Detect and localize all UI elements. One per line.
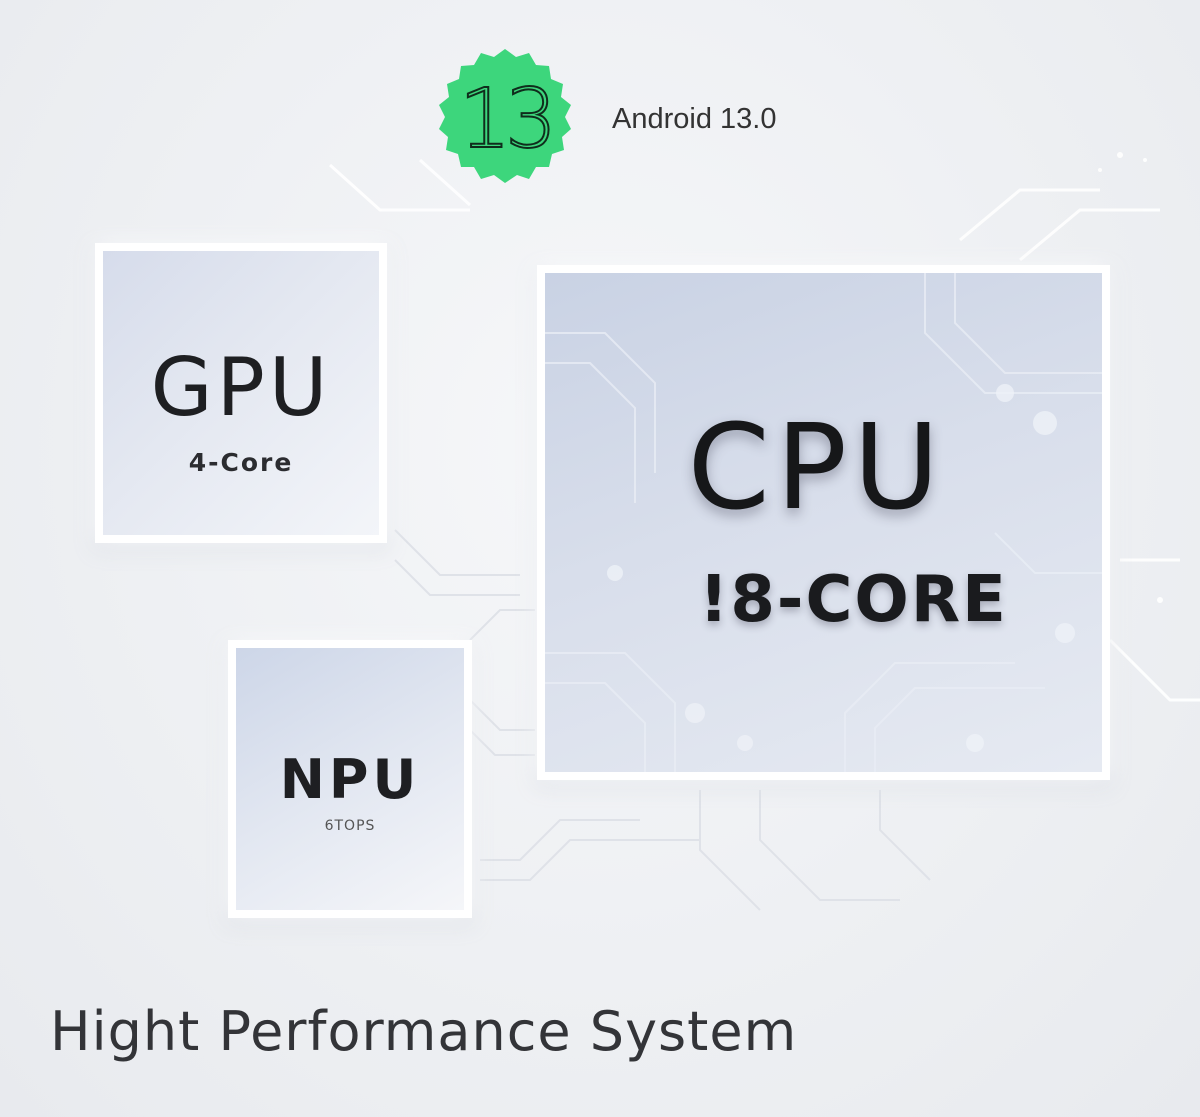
badge-scalloped-shape: [439, 49, 571, 183]
npu-subtitle: 6TOPS: [324, 818, 376, 834]
cpu-title: CPU: [687, 398, 946, 536]
npu-title: NPU: [279, 748, 421, 811]
badge-number: 13: [458, 71, 558, 168]
footer-title: Hight Performance System: [50, 1000, 798, 1063]
cpu-chip: CPU !8-CORE: [537, 265, 1110, 780]
android-13-badge: 13: [428, 45, 582, 199]
cpu-subtitle: !8-CORE: [699, 563, 1008, 637]
gpu-chip: GPU 4-Core: [95, 243, 387, 543]
npu-chip: NPU 6TOPS: [228, 640, 472, 918]
gpu-subtitle: 4-Core: [188, 448, 294, 477]
android-version-label: Android 13.0: [612, 103, 777, 135]
cpu-circuit-pattern: [545, 273, 1102, 772]
gpu-title: GPU: [150, 341, 332, 434]
